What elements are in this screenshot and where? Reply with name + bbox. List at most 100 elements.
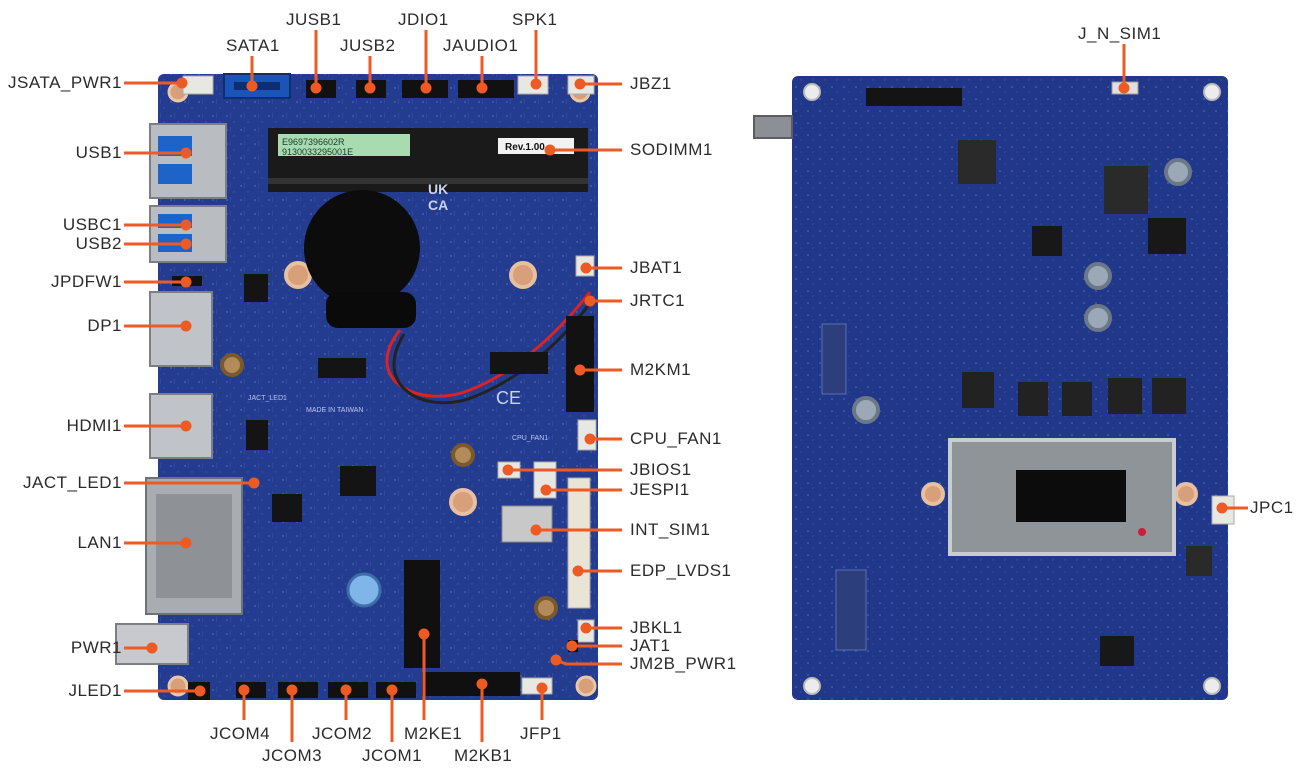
callout-dot (180, 238, 192, 250)
label-jusb1: JUSB1 (286, 10, 342, 29)
pad-array (835, 569, 867, 651)
callout-dot (476, 82, 488, 94)
label-jcom2: JCOM2 (312, 724, 373, 743)
callout-dot (248, 477, 260, 489)
callout-dot (574, 78, 586, 90)
label-usbc1: USBC1 (62, 215, 122, 234)
battery-wire (385, 291, 592, 398)
label-j-n-sim1: J_N_SIM1 (1078, 24, 1162, 43)
ce-mark: CE (496, 388, 521, 408)
callout-dot (180, 420, 192, 432)
label-m2km1: M2KM1 (630, 360, 692, 379)
jsata-pwr-connector (182, 75, 214, 95)
standoff (1084, 304, 1112, 332)
callout-dot (1118, 82, 1130, 94)
usb1-port (149, 123, 227, 199)
callout-dot (574, 364, 586, 376)
label-jcom3: JCOM3 (262, 746, 323, 765)
callout-dot (238, 684, 250, 696)
callout-dot (180, 537, 192, 549)
label-jusb2: JUSB2 (340, 36, 396, 55)
inductor (1104, 166, 1148, 214)
standoff (852, 396, 880, 424)
front-pcb (158, 74, 598, 700)
label-hdmi1: HDMI1 (66, 416, 122, 435)
callout-dot (1216, 502, 1228, 514)
ukca-mark: UK (428, 181, 448, 197)
standoff (451, 443, 475, 467)
made-in-text: MADE IN TAIWAN (306, 407, 363, 414)
callout-dot (572, 565, 584, 577)
callout-dot (180, 147, 192, 159)
callout-dot (418, 628, 430, 640)
mount-hole (1174, 482, 1198, 506)
inductor (1062, 382, 1092, 416)
sticker-serial-1: E9697396602R (282, 137, 345, 147)
callout-dot (530, 78, 542, 90)
standoff (534, 596, 558, 620)
label-m2ke1: M2KE1 (404, 724, 463, 743)
callout-dot (176, 77, 188, 89)
m2km-slot (566, 316, 594, 412)
callout-dot (246, 80, 258, 92)
label-cpu-fan1: CPU_FAN1 (630, 429, 722, 448)
m2ke-slot (404, 560, 440, 668)
standoff (1084, 262, 1112, 290)
inductor (1018, 382, 1048, 416)
chip (1148, 218, 1186, 254)
callout-dot (364, 82, 376, 94)
label-jat1: JAT1 (630, 636, 671, 655)
callout-dot (540, 484, 552, 496)
label-jcom1: JCOM1 (362, 746, 423, 765)
callout-dot (530, 524, 542, 536)
label-jm2b-pwr1: JM2B_PWR1 (630, 654, 737, 673)
usb1-tongue (158, 164, 192, 184)
callout-dot (386, 684, 398, 696)
label-jbios1: JBIOS1 (630, 460, 692, 479)
chip (490, 352, 548, 374)
cpu-fan-silk: CPU_FAN1 (512, 435, 548, 442)
callout-dot (286, 684, 298, 696)
label-int-sim1: INT_SIM1 (630, 520, 711, 539)
callout-dot (580, 622, 592, 634)
label-jcom4: JCOM4 (210, 724, 271, 743)
chip (1032, 226, 1062, 256)
callout-dot (476, 678, 488, 690)
chip (272, 494, 302, 522)
callout-lines (124, 30, 1248, 742)
label-jbat1: JBAT1 (630, 258, 683, 277)
mount-hole (921, 482, 945, 506)
chip (340, 466, 376, 496)
mount-hole (509, 261, 537, 289)
mount-hole (803, 83, 821, 101)
callout-dot (180, 276, 192, 288)
capacitor (346, 572, 382, 608)
cmos-battery (304, 190, 420, 306)
label-lan1: LAN1 (77, 533, 122, 552)
dp-port (149, 291, 213, 367)
callout-dot (340, 684, 352, 696)
m2kb-slot (422, 672, 520, 696)
callout-dot (550, 654, 562, 666)
label-spk1: SPK1 (512, 10, 558, 29)
standoff (1164, 158, 1192, 186)
label-pwr1: PWR1 (70, 638, 122, 657)
sodimm-sticker (278, 134, 410, 156)
label-jled1: JLED1 (68, 681, 122, 700)
chip (1100, 636, 1134, 666)
mount-hole (284, 261, 312, 289)
cpu-die (1016, 470, 1126, 522)
callout-dot (180, 320, 192, 332)
mount-hole (1203, 83, 1221, 101)
label-jbkl1: JBKL1 (630, 618, 683, 637)
callout-dot (566, 640, 578, 652)
label-jact-led1: JACT_LED1 (23, 473, 122, 492)
sodimm-latch (268, 178, 588, 184)
callout-dot (580, 262, 592, 274)
callout-dot (584, 295, 596, 307)
label-edp-lvds1: EDP_LVDS1 (630, 561, 732, 580)
label-jdio1: JDIO1 (398, 10, 449, 29)
label-usb1: USB1 (75, 143, 122, 162)
battery-wrap (326, 292, 416, 328)
